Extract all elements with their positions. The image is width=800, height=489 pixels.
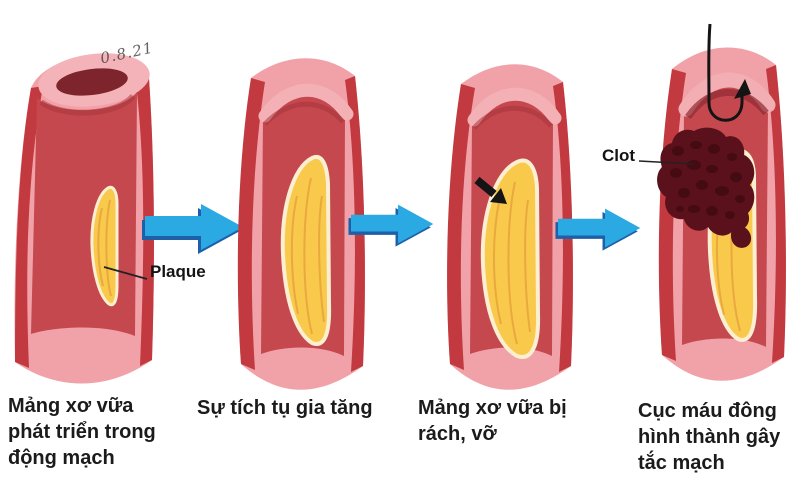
lumen-top-shadow (263, 101, 345, 126)
flow-arrow-icon-2 (348, 204, 434, 247)
clot-pointer-line (638, 160, 695, 165)
artery-left-edge (447, 84, 475, 370)
vessel-opening-rim (467, 87, 562, 127)
caption-line: phát triển trong (8, 421, 156, 443)
vessel-opening-rim (258, 83, 354, 123)
flow-arrow-body (558, 208, 641, 248)
lumen-top-shadow (39, 93, 136, 116)
clot-label: Clot (602, 146, 636, 165)
blocked-flow-arrow-icon (707, 23, 751, 122)
plaque-pointer-line (103, 266, 148, 280)
caption-line: động mạch (8, 447, 115, 469)
vessel-1-illustration (14, 53, 154, 384)
plaque-texture (97, 199, 112, 297)
vessel-opening-hole (56, 68, 128, 96)
caption-line: hình thành gây (638, 426, 781, 448)
caption-line: rách, vỡ (418, 423, 497, 445)
stage-2-caption: Sự tích tụ gia tăng (197, 395, 417, 421)
flow-arrow-icon-1 (142, 204, 243, 254)
plaque-label: Plaque (150, 262, 206, 281)
plaque-texture (290, 177, 325, 335)
vessel-3-illustration (447, 64, 573, 390)
clot-texture (670, 141, 745, 219)
lumen-top-shadow (472, 105, 553, 130)
caption-line: Mảng xơ vữa bị (418, 397, 567, 419)
lumen-top-shadow (685, 89, 769, 120)
stage-3-caption: Mảng xơ vữa bị rách, vỡ (418, 395, 593, 447)
stage-4-caption: Cục máu đông hình thành gây tắc mạch (638, 398, 798, 476)
artery-right-edge (766, 65, 786, 363)
flow-arrow-icon-3 (555, 208, 641, 251)
flow-arrow-body (351, 204, 434, 244)
caption-line: Mảng xơ vữa (8, 395, 134, 417)
plaque-texture (493, 181, 531, 345)
stage-1-caption: Mảng xơ vữa phát triển trong động mạch (8, 393, 178, 471)
caption-line: Cục máu đông (638, 400, 777, 422)
vessel-opening-rim (678, 72, 776, 117)
vessel-4-illustration (657, 23, 786, 381)
caption-line: Sự tích tụ gia tăng (197, 397, 373, 419)
clot-blob (657, 127, 755, 248)
flow-arrow-body (145, 204, 243, 250)
artery-left-edge (237, 78, 265, 370)
caption-line: tắc mạch (638, 452, 725, 474)
rupture-arrow-icon (474, 176, 507, 204)
lumen (31, 92, 137, 336)
plaque-blob (90, 185, 119, 307)
artery-left-edge (15, 86, 43, 368)
